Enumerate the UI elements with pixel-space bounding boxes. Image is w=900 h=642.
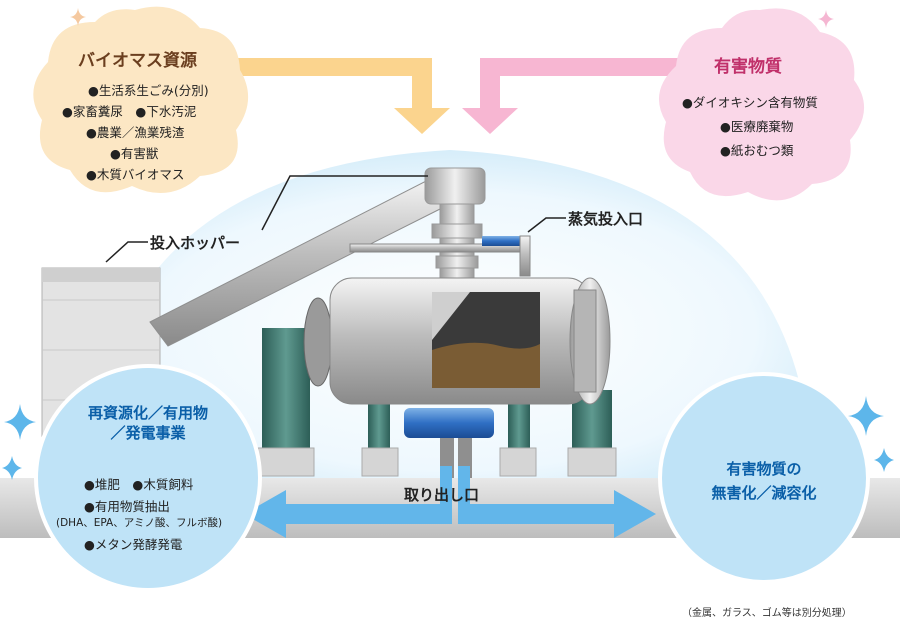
sparkle-icon (2, 456, 22, 480)
recycling-item: ●有用物質抽出 (84, 499, 170, 514)
detox-circle (658, 372, 870, 584)
biomass-title: バイオマス資源 (78, 51, 197, 71)
hazardous-item: ●紙おむつ類 (720, 143, 794, 158)
support-mid-left (368, 392, 390, 450)
hazardous-blob (658, 8, 865, 201)
support-mid-right (508, 392, 530, 450)
detox-title-line1: 有害物質の (726, 460, 802, 478)
biomass-item: ●生活系生ごみ(分別) (88, 83, 209, 98)
steam-inlet-label: 蒸気投入口 (568, 210, 644, 228)
footnote: （金属、ガラス、ゴム等は別分処理） (682, 608, 852, 619)
footing-2 (361, 447, 399, 477)
arrow-outlet-right (458, 466, 656, 538)
support-left (262, 328, 310, 450)
steam-pipe (349, 235, 531, 277)
hazardous-title: 有害物質 (714, 57, 782, 77)
footing-3 (499, 447, 537, 477)
biomass-item: ●農業／漁業残渣 (86, 125, 185, 140)
hopper-leader-top (261, 175, 428, 231)
hopper-leader (105, 241, 148, 263)
recycling-title-line2: ／発電事業 (110, 424, 186, 442)
sparkle-icon (4, 404, 36, 440)
recycling-item: (DHA、EPA、アミノ酸、フルボ酸) (56, 517, 223, 529)
recycling-item: ●堆肥 ●木質飼料 (84, 477, 194, 492)
biomass-item: ●木質バイオマス (86, 167, 185, 182)
hazardous-item: ●医療廃棄物 (720, 119, 794, 134)
sparkle-icon (70, 8, 86, 26)
recycling-title-line1: 再資源化／有用物 (87, 404, 208, 422)
hopper-label: 投入ホッパー (150, 234, 241, 252)
biomass-item: ●有害獣 (110, 146, 159, 161)
sparkle-icon (874, 448, 894, 472)
outlet-label: 取り出し口 (404, 486, 480, 504)
steam-leader (527, 217, 566, 233)
reactor-drum (329, 277, 611, 405)
hazardous-item: ●ダイオキシン含有物質 (682, 95, 818, 110)
drive-wheel (303, 297, 333, 387)
biomass-blob (33, 6, 249, 194)
biomass-item: ●家畜糞尿 ●下水汚泥 (62, 104, 197, 119)
sparkle-icon (848, 396, 884, 436)
footing-4 (567, 447, 617, 477)
recycling-item: ●メタン発酵発電 (84, 537, 183, 552)
sparkle-icon (818, 10, 834, 28)
recycling-circle (34, 364, 262, 592)
detox-title-line2: 無害化／減容化 (711, 484, 817, 502)
footing-1 (257, 447, 315, 477)
arrow-outlet-left (244, 466, 452, 538)
